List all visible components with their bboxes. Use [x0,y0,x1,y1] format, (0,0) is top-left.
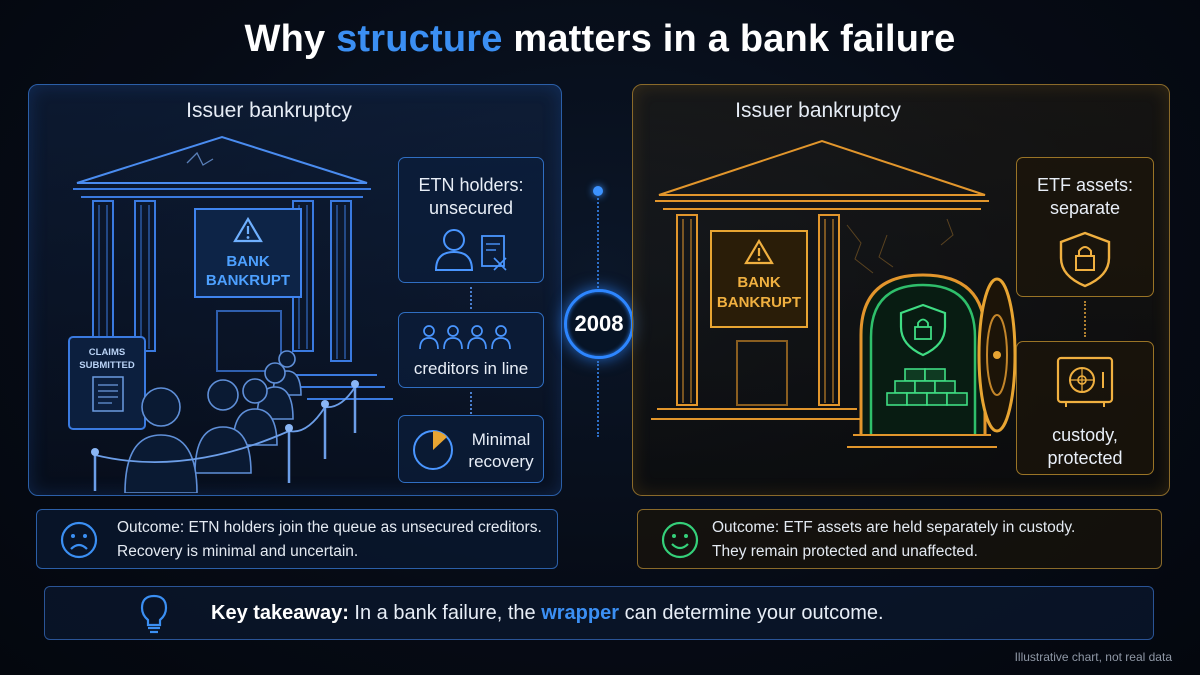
safe-icon [1056,356,1114,407]
happy-face-icon [661,521,699,559]
timeline-dot [593,186,603,196]
page-title: Why structure matters in a bank failure [244,18,956,60]
shield-lock-icon [1059,231,1111,288]
connector-dots [470,392,472,414]
bankrupt-sign [194,208,302,298]
document-icon [92,376,124,412]
etn-outcome: Outcome: ETN holders join the queue as u… [36,509,558,569]
etn-panel: Issuer bankruptcy [28,84,562,496]
bank-with-vault-illustration: BANK BANKRUPT [651,139,1017,448]
collapsed-bank-illustration: BANK BANKRUPT CLAIMS SUBMITTED [68,135,393,493]
etf-panel-heading: Issuer bankruptcy [735,99,901,122]
minimal-recovery-box: Minimal recovery [398,415,544,483]
svg-text:BANKRUPT: BANKRUPT [206,272,290,289]
etn-unsecured-box: ETN holders: unsecured [398,157,544,283]
etf-panel: Issuer bankruptcy BANK BANKRUPT [632,84,1170,496]
creditors-queue [124,350,302,493]
cash-stack [886,368,968,406]
sad-face-icon [60,521,98,559]
svg-text:BANK: BANK [737,274,780,291]
timeline-line-bottom [597,361,599,437]
connector-dots [470,287,472,309]
year-badge: 2008 [564,289,634,359]
creditors-in-line-box: creditors in line [398,312,544,388]
warning-icon [744,238,774,265]
etf-separate-box: ETF assets: separate [1016,157,1154,297]
lightbulb-icon [140,594,168,634]
custody-protected-box: custody, protected [1016,341,1154,475]
claims-board [68,336,146,430]
warning-icon [233,216,263,243]
svg-text:BANKRUPT: BANKRUPT [717,294,801,311]
svg-text:CLAIMS: CLAIMS [89,347,125,358]
etf-outcome: Outcome: ETF assets are held separately … [637,509,1162,569]
etn-panel-heading: Issuer bankruptcy [186,99,352,122]
bankrupt-sign [710,230,808,328]
svg-text:BANK: BANK [226,253,269,270]
key-takeaway-bar: Key takeaway: In a bank failure, the wra… [44,586,1154,640]
timeline-line-top [597,198,599,288]
connector-dots [1084,301,1086,337]
svg-text:SUBMITTED: SUBMITTED [79,360,135,371]
people-group-icon [419,325,511,350]
person-document-icon [434,229,507,271]
takeaway-text: Key takeaway: In a bank failure, the wra… [211,602,884,624]
pie-recovery-icon [413,430,453,470]
shield-lock-icon [899,303,947,357]
disclaimer-note: Illustrative chart, not real data [1014,650,1172,664]
title-highlight: structure [336,18,503,60]
